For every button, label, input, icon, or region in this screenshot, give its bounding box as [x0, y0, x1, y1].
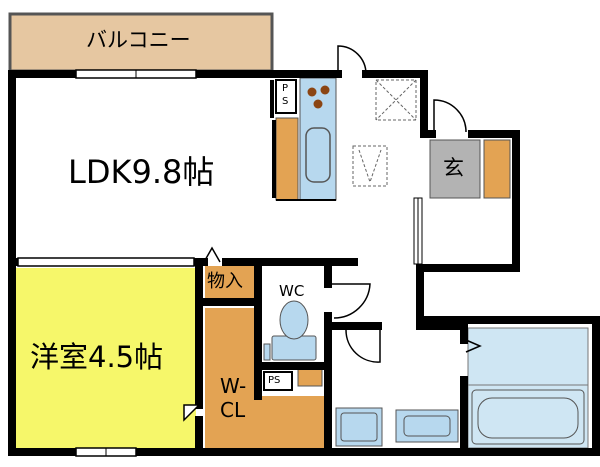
- bathtub-inner: [477, 397, 579, 439]
- kitchen-sink: [305, 127, 331, 183]
- fridge-mark: [358, 149, 382, 184]
- washer-space: [375, 79, 417, 121]
- stove-burner: [320, 85, 330, 95]
- entrance-label: 玄: [443, 156, 464, 180]
- entrance-floor: [429, 139, 481, 199]
- entrance-door: [433, 99, 467, 133]
- western-room-area: [14, 268, 196, 450]
- stove-burner: [307, 87, 317, 97]
- wc-sink: [263, 343, 271, 361]
- pipe-space-top-label-2: S: [282, 96, 289, 107]
- pipe-space-bottom-label: PS: [268, 375, 281, 386]
- ldk-label: LDK9.8帖: [68, 153, 215, 191]
- balcony-area: [8, 12, 274, 73]
- stove-burner: [313, 99, 323, 109]
- bathtub: [471, 389, 585, 445]
- shoe-cabinet: [483, 139, 511, 199]
- washing-machine-pan: [395, 409, 459, 443]
- walls: [8, 70, 600, 456]
- fridge-space: [352, 145, 388, 187]
- toilet-bowl: [279, 300, 309, 340]
- toilet-tank: [271, 335, 317, 361]
- walk-in-closet-label-line2: CL: [220, 398, 246, 422]
- walk-in-closet-area: [205, 308, 324, 450]
- wc-label: WC: [279, 282, 305, 300]
- closet-shelf: [297, 367, 323, 387]
- walk-in-closet-label-line1: W-: [220, 374, 247, 398]
- storage-label: 物入: [207, 271, 243, 292]
- kitchen-counter-side: [275, 117, 299, 201]
- pipe-space-bottom: [263, 371, 293, 391]
- washing-machine-drain: [403, 415, 451, 437]
- doors: [183, 45, 482, 422]
- washer-mark: [375, 79, 417, 121]
- washbasin: [340, 412, 378, 442]
- cabinet: [272, 120, 276, 198]
- washbasin-unit: [335, 407, 383, 447]
- storage-area: [205, 266, 257, 298]
- pipe-space-top: [275, 79, 297, 114]
- balcony-label: バルコニー: [86, 28, 191, 52]
- western-room-label: 洋室4.5帖: [30, 340, 164, 374]
- pipe-space-top-label-1: P: [282, 83, 289, 94]
